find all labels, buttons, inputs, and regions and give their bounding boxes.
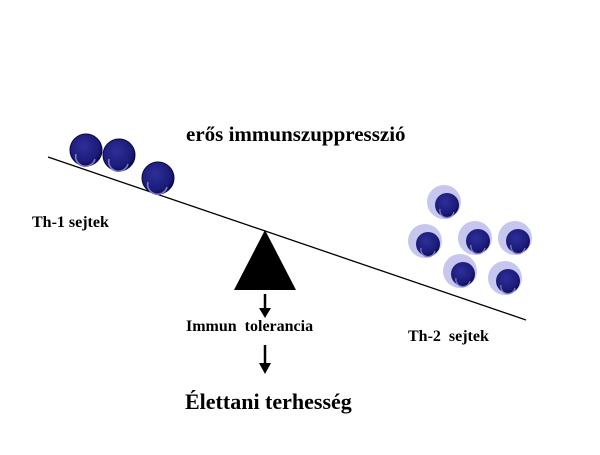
th1-cell (69, 133, 103, 168)
th2-cell (443, 254, 477, 288)
th1-label: Th-1 sejtek (32, 214, 109, 231)
balance-beam (47, 156, 527, 321)
th1-cell (102, 138, 136, 173)
suppression-label: erős immunszuppresszió (186, 122, 406, 146)
th2-label: Th-2 sejtek (408, 328, 489, 345)
arrow-to-tolerance (259, 294, 271, 318)
th2-cell (498, 221, 532, 255)
th1-cells (69, 133, 175, 196)
tolerance-label: Immun tolerancia (186, 318, 314, 335)
physiological-pregnancy-label: Élettani terhesség (185, 389, 352, 414)
th2-cells (408, 185, 532, 295)
arrow-to-pregnancy (259, 345, 271, 374)
fulcrum-triangle (234, 230, 296, 290)
th2-cell (458, 221, 492, 255)
th2-cell (488, 261, 522, 295)
th2-cell (408, 224, 442, 258)
th2-cell (427, 185, 461, 219)
th1-cell (141, 161, 175, 196)
